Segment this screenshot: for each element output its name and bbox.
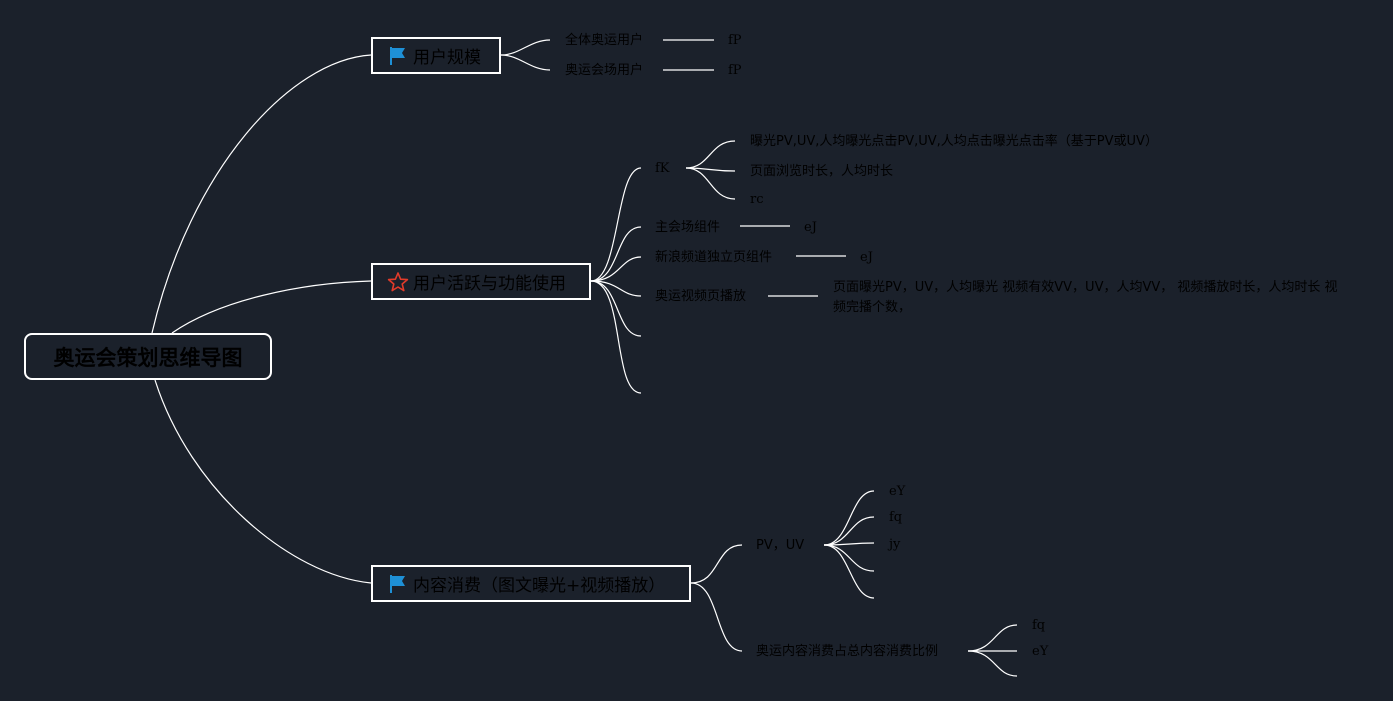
link-fk-1 xyxy=(685,140,736,169)
blue-flag-icon xyxy=(390,46,405,65)
leaf-page-duration[interactable]: 页面浏览时长，人均时长 xyxy=(750,164,894,179)
link-scale-2 xyxy=(500,54,551,71)
link-activity-empty-2 xyxy=(590,280,642,394)
link-root-activity xyxy=(171,280,372,334)
leaf-main-venue-component[interactable]: 主会场组件 xyxy=(655,220,721,235)
branch-content-consumption[interactable]: 内容消费（图文曝光+视频播放） xyxy=(371,565,691,602)
leaf-value[interactable]: eJ xyxy=(804,220,817,235)
leaf-value[interactable]: fP xyxy=(728,33,742,48)
link-pvuv-5 xyxy=(823,544,875,599)
link-root-scale xyxy=(151,54,372,334)
leaf-venue-users[interactable]: 奥运会场用户 xyxy=(565,63,644,78)
link-activity-fk xyxy=(590,167,642,282)
leaf-value[interactable]: fq xyxy=(1032,618,1046,633)
link-root-content xyxy=(154,379,372,584)
root-topic[interactable]: 奥运会策划思维导图 xyxy=(24,333,272,380)
leaf-value[interactable]: eY xyxy=(889,484,906,499)
link-activity-main-venue xyxy=(590,226,642,282)
link-activity-video xyxy=(590,280,642,297)
leaf-content-ratio[interactable]: 奥运内容消费占总内容消费比例 xyxy=(756,644,939,659)
branch-label: 用户规模 xyxy=(413,48,481,68)
leaf-exposure-metrics[interactable]: 曝光PV,UV,人均曝光点击PV,UV,人均点击曝光点击率（基于PV或UV） xyxy=(750,134,1158,149)
branch-label: 内容消费（图文曝光+视频播放） xyxy=(413,576,666,596)
red-star-icon xyxy=(387,271,409,291)
link-activity-sina xyxy=(590,256,642,282)
leaf-value[interactable]: jy xyxy=(889,537,901,552)
link-pvuv-1 xyxy=(823,490,875,546)
leaf-fk[interactable]: fK xyxy=(655,161,670,176)
link-pvuv-4 xyxy=(823,544,875,572)
link-fk-3 xyxy=(685,167,736,200)
leaf-value[interactable]: fP xyxy=(728,63,742,78)
link-scale-1 xyxy=(500,39,551,56)
leaf-value[interactable]: fq xyxy=(889,510,903,525)
leaf-value[interactable]: eJ xyxy=(860,250,873,265)
link-content-pvuv xyxy=(690,544,743,584)
leaf-video-page-playback[interactable]: 奥运视频页播放 xyxy=(655,289,747,304)
link-activity-empty-1 xyxy=(590,280,642,337)
link-pvuv-2 xyxy=(823,516,875,546)
link-ratio-1 xyxy=(967,624,1018,652)
leaf-value[interactable]: eY xyxy=(1032,644,1049,659)
leaf-video-page-detail[interactable]: 页面曝光PV，UV，人均曝光 视频有效VV，UV，人均VV， 视频播放时长，人均… xyxy=(833,280,1338,315)
blue-flag-icon xyxy=(390,574,405,593)
branch-user-activity[interactable]: 用户活跃与功能使用 xyxy=(371,263,591,300)
link-content-ratio xyxy=(690,582,743,652)
branch-user-scale[interactable]: 用户规模 xyxy=(371,37,501,74)
link-ratio-3 xyxy=(967,650,1018,677)
leaf-pv-uv[interactable]: PV，UV xyxy=(756,538,805,553)
leaf-rc[interactable]: rc xyxy=(750,192,764,207)
leaf-all-olympic-users[interactable]: 全体奥运用户 xyxy=(565,33,644,48)
branch-label: 用户活跃与功能使用 xyxy=(413,274,566,294)
leaf-sina-channel-component[interactable]: 新浪频道独立页组件 xyxy=(655,250,773,265)
